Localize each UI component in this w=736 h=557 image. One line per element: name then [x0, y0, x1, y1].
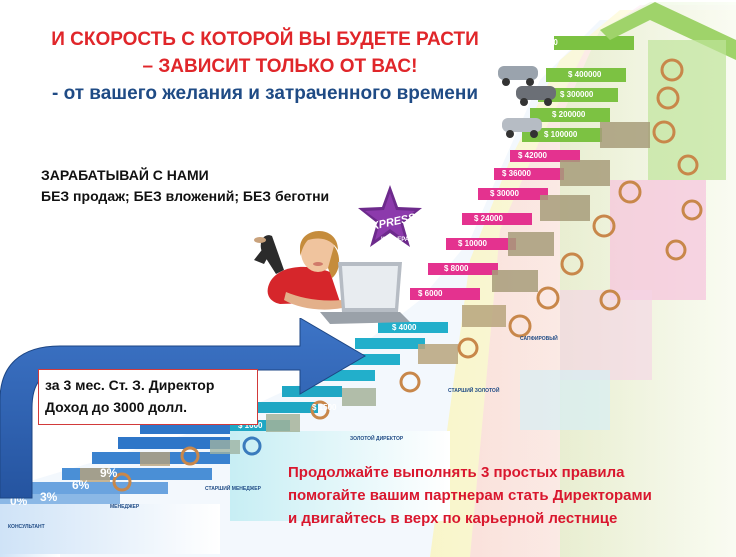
amount-label: $ 1500: [312, 403, 337, 412]
car-icon: [516, 86, 556, 106]
rank-label: СТАРШИЙ ЗОЛОТОЙ: [448, 386, 500, 394]
amount-label: $ 300000: [560, 90, 594, 99]
headline-line-3: - от вашего желания и затраченного време…: [51, 83, 479, 104]
headline-line-2: – ЗАВИСИТ ТОЛЬКО ОТ ВАС!: [142, 56, 418, 77]
rules-line-3: и двигайтесь в верх по карьерной лестниц…: [288, 510, 618, 527]
express-career-logo: EXPRESS КАРЬЕРА: [358, 185, 422, 247]
car-icon: [498, 66, 538, 86]
money-decor: [80, 58, 703, 492]
amount-label: $ 10000: [458, 239, 487, 248]
amount-label: $ 4000: [392, 323, 417, 332]
percent-label: 6%: [72, 478, 90, 492]
logo-sub: КАРЬЕРА: [381, 237, 410, 243]
rules-line-2: помогайте вашим партнерам стать Директор…: [288, 487, 652, 504]
arrow-right-icon: [0, 318, 366, 499]
amount-label: $ 24000: [474, 214, 503, 223]
steps-pink: [410, 150, 580, 300]
amount-label: $ 100000: [544, 130, 578, 139]
amount-label: $ 42000: [518, 151, 547, 160]
amount-label: $ 1000000: [520, 38, 558, 47]
director-info-box: за 3 мес. Ст. З. Директор Доход до 3000 …: [38, 369, 258, 425]
amount-label: $ 400000: [568, 70, 602, 79]
rules-text: Продолжайте выполнять 3 простых правила …: [288, 461, 652, 530]
amount-label: $ 200000: [552, 110, 586, 119]
earn-line-2: БЕЗ продаж; БЕЗ вложений; БЕЗ беготни: [41, 188, 330, 204]
amount-label: $ 8000: [444, 264, 469, 273]
director-line-1: за 3 мес. Ст. З. Директор: [45, 377, 215, 393]
rank-label: СТАРШИЙ МЕНЕДЖЕР: [205, 484, 262, 492]
rank-labels: КОНСУЛЬТАНТ МЕНЕДЖЕР СТАРШИЙ МЕНЕДЖЕР ЗО…: [8, 334, 558, 530]
percent-label: 9%: [100, 466, 118, 480]
headline: И СКОРОСТЬ С КОТОРОЙ ВЫ БУДЕТЕ РАСТИ – З…: [0, 26, 520, 107]
amount-label: $ 1000: [238, 421, 263, 430]
amount-label: $ 36000: [502, 169, 531, 178]
rank-label: КОНСУЛЬТАНТ: [8, 524, 45, 530]
girl-with-laptop: [254, 231, 410, 324]
car-icon: [502, 118, 542, 138]
steps-green: [522, 2, 736, 142]
percent-label: 3%: [40, 490, 58, 504]
rank-label: МЕНЕДЖЕР: [110, 504, 140, 510]
laptop-icon: [320, 262, 410, 324]
amount-label: $ 6000: [418, 289, 443, 298]
headline-line-1: И СКОРОСТЬ С КОТОРОЙ ВЫ БУДЕТЕ РАСТИ: [51, 29, 479, 50]
amount-label: $ 30000: [490, 189, 519, 198]
rank-label: ЗОЛОТОЙ ДИРЕКТОР: [350, 434, 404, 442]
earn-line-1: ЗАРАБАТЫВАЙ С НАМИ: [41, 167, 209, 183]
earn-text: ЗАРАБАТЫВАЙ С НАМИ БЕЗ продаж; БЕЗ вложе…: [41, 165, 329, 207]
rules-line-1: Продолжайте выполнять 3 простых правила: [288, 464, 625, 481]
steps-teal: [230, 322, 450, 521]
rank-label: САПФИРОВЫЙ: [520, 334, 558, 342]
director-line-2: Доход до 3000 долл.: [45, 399, 188, 415]
